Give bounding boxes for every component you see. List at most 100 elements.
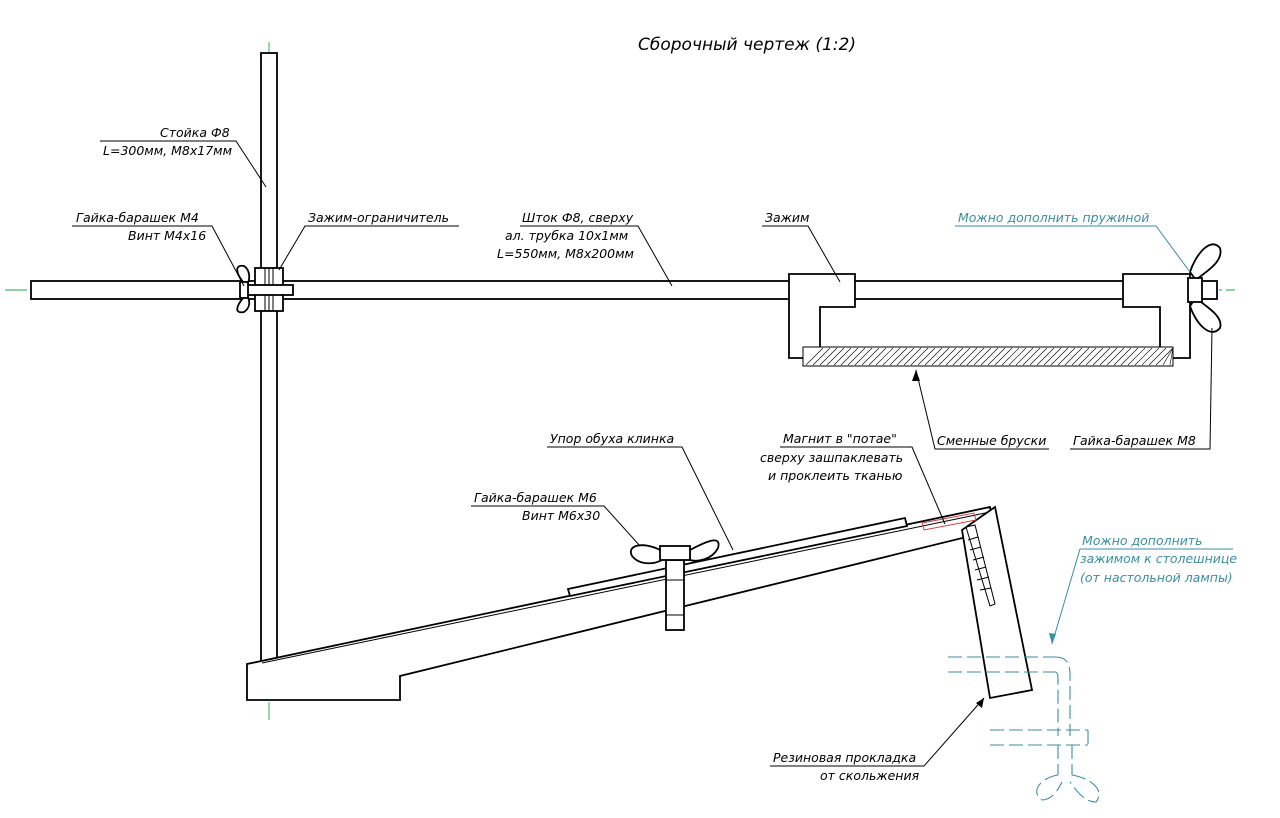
- hatch-line: [1141, 347, 1160, 366]
- hatch-line: [959, 347, 978, 366]
- label-spring-note: Можно дополнить пружиной: [958, 210, 1149, 225]
- arrowheads: [912, 370, 1056, 708]
- leader-wingnut-m6: [471, 505, 641, 547]
- leader-spring: [955, 225, 1191, 273]
- replaceable-bars: [802, 346, 1174, 367]
- label-wingnut-m4-1: Гайка-барашек М4: [76, 210, 199, 225]
- label-wingnut-m6-1: Гайка-барашек М6: [474, 490, 597, 505]
- hatch-line: [896, 347, 915, 366]
- blade-stop-plate: [566, 516, 909, 598]
- hatch-line: [924, 347, 943, 366]
- hatch-line: [826, 347, 845, 366]
- hatch-line: [1106, 347, 1125, 366]
- base-wedge: [246, 505, 997, 701]
- m4-screw: [244, 284, 294, 296]
- stand-rod: [260, 52, 278, 664]
- leader-wingnut-m4: [72, 225, 245, 287]
- wingnut-m6-icon: [629, 539, 720, 565]
- drawing-title: Сборочный чертеж (1:2): [638, 35, 856, 55]
- leader-clamp: [762, 225, 841, 283]
- hatch-line: [1134, 347, 1153, 366]
- hatch-line: [1155, 347, 1174, 366]
- hatch-line: [1071, 347, 1090, 366]
- hatch-line: [1029, 347, 1048, 366]
- label-wingnut-m6-2: Винт М6х30: [522, 508, 600, 523]
- hatch-line: [1015, 347, 1034, 366]
- hatch-line: [1078, 347, 1097, 366]
- label-table-clamp-1: Можно дополнить: [1082, 533, 1203, 548]
- hatch-line: [1043, 347, 1062, 366]
- hatch-line: [931, 347, 950, 366]
- leader-blade-stop: [547, 446, 734, 551]
- label-clamp: Зажим: [765, 210, 810, 225]
- leader-stand: [100, 140, 267, 188]
- hatch-line: [847, 347, 866, 366]
- wingnut-m8-icon: [1187, 243, 1222, 333]
- label-table-clamp-3: (от настольной лампы): [1080, 570, 1233, 585]
- hatch-line: [938, 347, 957, 366]
- label-wingnut-m8: Гайка-барашек М8: [1073, 433, 1196, 448]
- hatch-line: [1036, 347, 1055, 366]
- hatch-line: [861, 347, 880, 366]
- hatch-line: [945, 347, 964, 366]
- hatch-line: [987, 347, 1006, 366]
- hatch-line: [1085, 347, 1104, 366]
- slanted-leg: [961, 505, 1034, 700]
- label-rubber-2: от скольжения: [820, 768, 920, 783]
- leader-magnet: [780, 446, 946, 525]
- hatch-line: [868, 347, 887, 366]
- label-blade-stop: Упор обуха клинка: [550, 431, 674, 446]
- hatch-line: [1064, 347, 1083, 366]
- label-magnet-3: и проклеить тканью: [768, 468, 902, 483]
- right-clamp: [1122, 273, 1191, 359]
- label-table-clamp-2: зажимом к столешнице: [1080, 551, 1237, 566]
- wood-screw-icon: [965, 524, 996, 607]
- hatch-line: [875, 347, 894, 366]
- hatch-line: [889, 347, 908, 366]
- hatch-line: [952, 347, 971, 366]
- hatch-line: [1022, 347, 1041, 366]
- leader-rubber: [770, 697, 985, 767]
- wedge-inner-line: [261, 511, 991, 664]
- hatch-line: [1092, 347, 1111, 366]
- hatch-line: [917, 347, 936, 366]
- hatch-line: [903, 347, 922, 366]
- hatch-line: [1120, 347, 1139, 366]
- label-clamp-limiter: Зажим-ограничитель: [308, 210, 449, 225]
- hatch-line: [1001, 347, 1020, 366]
- label-rod-3: L=550мм, М8х200мм: [497, 246, 634, 261]
- hatch-line: [882, 347, 901, 366]
- hatch-line: [833, 347, 852, 366]
- hatch-line: [819, 347, 838, 366]
- hatch-line: [854, 347, 873, 366]
- label-replace-bars: Сменные бруски: [937, 433, 1046, 448]
- hatch-line: [910, 347, 929, 366]
- main-rod: [30, 280, 1218, 300]
- magnet-pocket: [921, 512, 977, 531]
- hatch-line: [1162, 347, 1174, 366]
- hatch-line: [1169, 347, 1174, 366]
- label-magnet-2: сверху зашпаклевать: [760, 450, 903, 465]
- hatch-line: [805, 347, 824, 366]
- wingnut-m4-icon: [236, 264, 251, 314]
- label-rod-2: ал. трубка 10х1мм: [505, 228, 628, 243]
- label-stand-1: Стойка Ф8: [160, 125, 230, 140]
- hatch-line: [1057, 347, 1076, 366]
- label-wingnut-m4-2: Винт М4х16: [128, 228, 206, 243]
- hatch-line: [1050, 347, 1069, 366]
- hatch-line: [973, 347, 992, 366]
- hatch-line: [994, 347, 1013, 366]
- hatch-line: [1008, 347, 1027, 366]
- leader-clamp-limiter: [278, 225, 459, 271]
- label-magnet-1: Магнит в "потае": [783, 431, 897, 446]
- label-rod-1: Шток Ф8, сверху: [522, 210, 634, 225]
- hatch-line: [812, 347, 831, 366]
- leader-replace-bars: [915, 369, 1049, 450]
- hatch-line: [1099, 347, 1118, 366]
- hatch-line: [980, 347, 999, 366]
- hatch-line: [840, 347, 859, 366]
- label-stand-2: L=300мм, М8х17мм: [103, 143, 232, 158]
- hatch-line: [1127, 347, 1146, 366]
- leader-wingnut-m8: [1070, 327, 1213, 450]
